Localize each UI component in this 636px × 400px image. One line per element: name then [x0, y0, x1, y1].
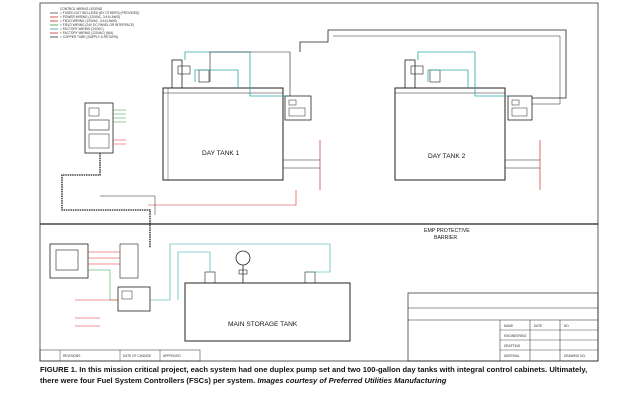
title-block: NAME DATE NO. ENGINEERING DRAFTING MATER… — [39, 292, 599, 362]
legend-title: CONTROL WIRING LEGEND — [60, 7, 103, 11]
main-storage-tank-label: MAIN STORAGE TANK — [228, 321, 298, 328]
drawing-border — [39, 2, 599, 362]
wiring-legend: CONTROL WIRING LEGEND = FUSED NOT INCLUD… — [50, 7, 139, 39]
day-tank-2-assembly: DAY TANK 2 — [394, 51, 541, 190]
revisions-label: REVISIONS — [63, 354, 80, 358]
title-block-date: DATE — [534, 324, 542, 328]
legend-item: = POWER WIRING (120VAC, 3 #14 AWG) — [60, 15, 120, 19]
legend-item: = FIELD WIRING (24V DC PANEL OR INTERFAC… — [60, 23, 134, 27]
title-block-no: NO. — [564, 324, 570, 328]
day-tank-2-label: DAY TANK 2 — [428, 153, 466, 160]
conduit-run — [61, 153, 151, 248]
day-tank-1-assembly: DAY TANK 1 — [162, 51, 321, 190]
emp-barrier-label-2: BARRIER — [434, 235, 457, 241]
figure-caption: FIGURE 1. In this mission critical proje… — [40, 365, 600, 386]
emp-barrier-label-1: EMP PROTECTIVE — [424, 228, 470, 234]
date-of-change-label: DATE OF CHANGE — [123, 354, 151, 358]
legend-item: = FIELD WIRING (120VAC, 3 #14 AWG) — [60, 19, 117, 23]
day-tank-1 — [162, 87, 284, 181]
title-block-engineering: ENGINEERING — [504, 334, 527, 338]
legend-item: = FACTORY WIRING (24VDC) — [60, 27, 104, 31]
caption-text: FIGURE 1. In this mission critical proje… — [40, 365, 588, 385]
fuel-system-controller-panel — [84, 102, 126, 154]
title-block-drafting: DRAFTING — [504, 344, 521, 348]
duplex-pump-set-panel — [49, 243, 170, 327]
approved-label: APPROVED — [163, 354, 181, 358]
supply-line-upper — [299, 29, 567, 99]
day-tank-2 — [394, 87, 506, 181]
day-tank-1-label: DAY TANK 1 — [202, 150, 240, 157]
legend-item: = FACTORY WIRING (120VAC) (N/A) — [60, 31, 113, 35]
main-storage-tank-assembly: MAIN STORAGE TANK — [169, 243, 351, 342]
title-block-material: MATERIAL — [504, 354, 520, 358]
title-block-name: NAME — [504, 324, 513, 328]
main-storage-tank — [184, 282, 351, 342]
title-block-drawing-no: DRAWING NO. — [564, 354, 586, 358]
caption-credit: Images courtesy of Preferred Utilities M… — [257, 375, 447, 385]
legend-item: = COPPER TUBE (SUPPLY & RETURN) — [60, 35, 118, 39]
legend-item: = FUSED NOT INCLUDED (BY OTHERS) (PROVID… — [60, 11, 139, 15]
level-gauge — [235, 250, 251, 266]
